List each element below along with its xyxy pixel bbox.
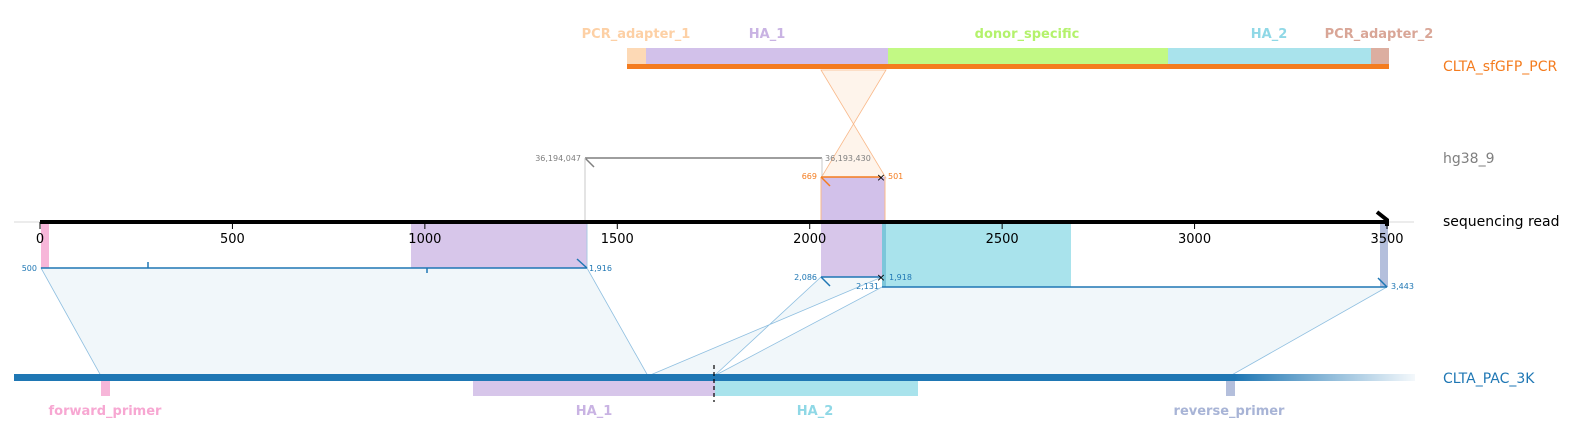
read-axis-ticks: 0 500 1000 1500 2000 2500 3000 3500 — [36, 222, 1404, 247]
pcr-feature-label-ha-2: HA_2 — [1251, 27, 1288, 42]
target-alignment-3-end-coord: 3,443 — [1391, 282, 1414, 291]
pcr-feature-donor-specific — [888, 48, 1168, 65]
target-feature-ha-1 — [473, 381, 715, 396]
target-reference-label: CLTA_PAC_3K — [1443, 371, 1535, 387]
read-axis: 0 500 1000 1500 2000 2500 3000 3500 sequencing … — [14, 210, 1559, 247]
pcr-feature-label-ha-1: HA_1 — [749, 27, 786, 42]
pcr-feature-pcr-adapter-2 — [1371, 48, 1389, 65]
genome-track: 36,194,047 36,193,430 hg38_9 — [535, 151, 1494, 222]
pcr-track: PCR_adapter_1 HA_1 donor_specific HA_2 P… — [582, 27, 1558, 75]
target-alignment-1-end-tick — [576, 258, 588, 269]
target-alignment-2-end-coord: 1,918 — [889, 273, 912, 282]
pcr-reference-bar — [627, 64, 1389, 69]
target-feature-label-ha-1: HA_1 — [576, 404, 613, 419]
pcr-feature-ha-1 — [646, 48, 888, 65]
genome-reference-label: hg38_9 — [1443, 151, 1494, 167]
read-axis-tick-label: 2500 — [986, 232, 1019, 247]
target-reference-bar-fade — [1235, 374, 1415, 381]
read-axis-tick-label: 3000 — [1178, 232, 1211, 247]
target-alignment-2-start-coord: 2,086 — [794, 273, 817, 282]
read-axis-tick-label: 0 — [36, 232, 44, 247]
read-axis-tick-label: 500 — [220, 232, 245, 247]
pcr-alignment-start-tick — [820, 176, 831, 187]
read-ha2-block-edge — [882, 222, 886, 287]
read-feature-blocks — [41, 222, 1388, 287]
target-alignment-3-start-coord: 2,131 — [856, 282, 879, 291]
read-reference-label: sequencing read — [1443, 214, 1559, 230]
pcr-alignment-end-coord: 501 — [888, 172, 903, 181]
pcr-alignment: × 669 501 — [802, 171, 903, 222]
read-ha1-block-2 — [821, 222, 882, 277]
target-alignment-2-end-cross: × — [876, 271, 885, 284]
target-alignment-1-end-coord: 1,916 — [589, 264, 612, 273]
pcr-alignment-ha1-block — [821, 177, 885, 222]
read-axis-tick-label: 1000 — [408, 232, 441, 247]
pcr-alignment-start-coord: 669 — [802, 172, 817, 181]
target-alignments: 500 1,916 × 2,086 1,918 2,131 3,443 — [22, 258, 1414, 291]
target-feature-reverse-primer — [1226, 381, 1235, 396]
pcr-reference-label: CLTA_sfGFP_PCR — [1443, 59, 1557, 75]
target-feature-label-ha-2: HA_2 — [797, 404, 834, 419]
genome-alignment-start-tick — [584, 157, 595, 168]
read-axis-tick-label: 1500 — [601, 232, 634, 247]
read-axis-tick-label: 3500 — [1370, 232, 1403, 247]
genome-alignment-start-coord: 36,194,047 — [535, 154, 581, 163]
target-feature-label-forward-primer: forward_primer — [49, 404, 163, 419]
connection-polygons — [40, 69, 1389, 377]
pcr-feature-label-pcr-adapter-2: PCR_adapter_2 — [1325, 27, 1434, 42]
target-track: forward_primer HA_1 HA_2 reverse_primer … — [14, 365, 1535, 419]
read-forward-primer-block — [41, 222, 49, 268]
target-block-1-polygon — [40, 267, 649, 377]
pcr-alignment-end-cross: × — [876, 171, 885, 184]
genome-alignment-end-coord: 36,193,430 — [825, 154, 871, 163]
read-ha1-block — [411, 222, 587, 268]
target-reference-bar — [14, 374, 1235, 381]
pcr-feature-label-pcr-adapter-1: PCR_adapter_1 — [582, 27, 691, 42]
target-alignment-3-end-tick — [1377, 277, 1388, 288]
target-alignment-2-start-tick — [820, 276, 831, 287]
target-feature-forward-primer — [101, 381, 110, 396]
read-axis-tick-label: 2000 — [793, 232, 826, 247]
target-alignment-1-start-coord: 500 — [22, 264, 37, 273]
read-reverse-primer-block — [1380, 222, 1388, 287]
target-feature-ha-2 — [715, 381, 918, 396]
pcr-feature-label-donor-specific: donor_specific — [975, 27, 1080, 42]
read-ha2-block — [882, 222, 1071, 287]
target-feature-label-reverse-primer: reverse_primer — [1174, 404, 1286, 419]
pcr-feature-pcr-adapter-1 — [627, 48, 646, 65]
pcr-feature-ha-2 — [1168, 48, 1371, 65]
